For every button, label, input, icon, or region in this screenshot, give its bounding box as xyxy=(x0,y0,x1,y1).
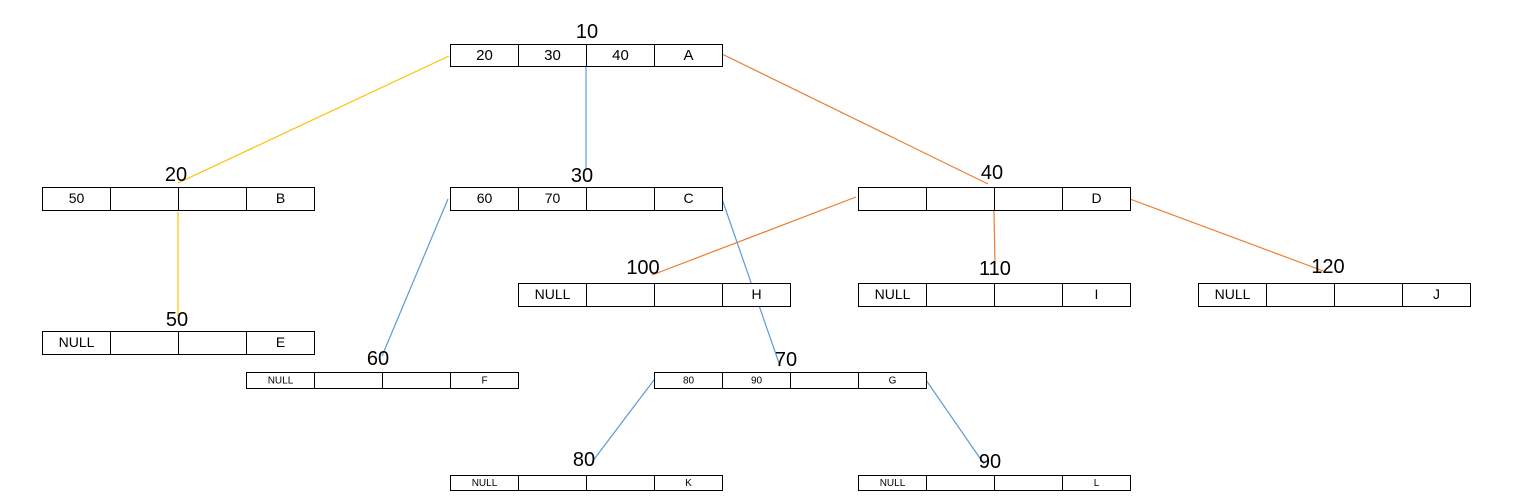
node-120-title: 120 xyxy=(1311,256,1344,278)
node-120-cell-3 xyxy=(1334,283,1403,307)
node-50-cell-4-text: E xyxy=(276,334,285,350)
node-100-cell-4-text: H xyxy=(751,286,761,302)
node-60-title: 60 xyxy=(367,348,389,370)
node-110-cell-4 xyxy=(1062,283,1131,307)
node-100-cell-4 xyxy=(722,283,791,307)
node-30-cell-3 xyxy=(586,187,655,211)
node-40-cell-4 xyxy=(1062,187,1131,211)
edge-10-to-20 xyxy=(177,55,450,184)
node-40-cell-2 xyxy=(926,187,995,211)
node-30-cell-4 xyxy=(654,187,723,211)
node-120-cell-2 xyxy=(1266,283,1335,307)
node-110-cell-1-text: NULL xyxy=(875,286,911,302)
node-90: NULL L 90 xyxy=(858,451,1131,491)
node-100-cell-2 xyxy=(586,283,655,307)
node-10-title: 10 xyxy=(576,21,598,43)
node-10-cell-1-text: 20 xyxy=(476,47,493,64)
node-70-cell-2-text: 90 xyxy=(751,376,763,387)
node-90-title: 90 xyxy=(979,451,1001,473)
node-40-cell-4-text: D xyxy=(1091,190,1101,206)
node-100-title: 100 xyxy=(626,257,659,279)
node-80-cell-4-text: K xyxy=(685,478,692,489)
node-70-cell-3 xyxy=(790,372,859,389)
node-90-cell-4-text: L xyxy=(1094,478,1100,489)
node-30-cell-2-text: 70 xyxy=(545,190,561,206)
node-20-cell-4 xyxy=(246,187,315,211)
node-120: NULL J 120 xyxy=(1198,256,1471,307)
node-80-title: 80 xyxy=(573,449,595,471)
node-20-title: 20 xyxy=(165,164,187,186)
node-20-cell-4-text: B xyxy=(276,190,285,206)
edge-30-to-70 xyxy=(721,198,781,367)
node-120-cell-1-text: NULL xyxy=(1215,286,1251,302)
node-60-cell-4 xyxy=(450,372,519,389)
node-60-cell-4-text: F xyxy=(481,376,487,387)
edge-40-to-110 xyxy=(993,210,996,266)
node-30: 60 70 C 30 xyxy=(450,165,723,211)
edges-layer xyxy=(177,53,1327,465)
edge-10-to-40 xyxy=(721,53,989,185)
node-60-cell-2 xyxy=(314,372,383,389)
node-50-cell-1-text: NULL xyxy=(59,334,95,350)
node-90-cell-4 xyxy=(1062,475,1131,491)
node-40-title: 40 xyxy=(981,162,1003,184)
node-20-cell-3 xyxy=(178,187,247,211)
node-80-cell-2 xyxy=(518,475,587,491)
node-20-cell-1-text: 50 xyxy=(69,190,85,206)
node-100: NULL H 100 xyxy=(518,257,791,307)
node-10: 20 30 40 A 10 xyxy=(450,21,723,67)
node-100-cell-1-text: NULL xyxy=(535,286,571,302)
node-60-cell-3 xyxy=(382,372,451,389)
node-100-cell-3 xyxy=(654,283,723,307)
node-70: 80 90 G 70 xyxy=(654,349,927,389)
node-50-cell-2 xyxy=(110,331,179,355)
node-80-cell-1-text: NULL xyxy=(472,478,498,489)
node-70-cell-4-text: G xyxy=(889,376,897,387)
node-90-cell-3 xyxy=(994,475,1063,491)
node-30-cell-1-text: 60 xyxy=(477,190,493,206)
node-10-cell-3-text: 40 xyxy=(612,47,629,64)
edge-40-to-100 xyxy=(651,196,857,276)
node-80-cell-3 xyxy=(586,475,655,491)
edge-30-to-60 xyxy=(381,198,449,357)
node-80-cell-4 xyxy=(654,475,723,491)
node-50-title: 50 xyxy=(166,309,188,331)
node-40: D 40 xyxy=(858,162,1131,211)
node-70-cell-1-text: 80 xyxy=(683,376,695,387)
edge-70-to-90 xyxy=(925,379,985,465)
node-20-cell-2 xyxy=(110,187,179,211)
node-110-title: 110 xyxy=(979,258,1011,280)
node-50: NULL E 50 xyxy=(42,309,315,355)
node-60: NULL F 60 xyxy=(246,348,519,389)
node-120-cell-4-text: J xyxy=(1433,286,1440,302)
node-90-cell-2 xyxy=(926,475,995,491)
node-90-cell-1-text: NULL xyxy=(880,478,906,489)
node-20: 50 B 20 xyxy=(42,164,315,211)
node-110: NULL I 110 xyxy=(858,258,1131,307)
node-120-cell-4 xyxy=(1402,283,1471,307)
node-70-cell-4 xyxy=(858,372,927,389)
edge-70-to-80 xyxy=(591,379,655,463)
node-30-title: 30 xyxy=(571,165,593,187)
node-40-cell-1 xyxy=(858,187,927,211)
node-50-cell-4 xyxy=(246,331,315,355)
node-10-cell-4-text: A xyxy=(683,47,693,64)
node-60-cell-1-text: NULL xyxy=(268,376,294,387)
node-110-cell-3 xyxy=(994,283,1063,307)
edge-40-to-120 xyxy=(1129,198,1327,273)
node-10-cell-2-text: 30 xyxy=(544,47,561,64)
node-110-cell-4-text: I xyxy=(1095,286,1099,302)
node-70-title: 70 xyxy=(775,349,797,371)
node-50-cell-3 xyxy=(178,331,247,355)
node-40-cell-3 xyxy=(994,187,1063,211)
node-30-cell-4-text: C xyxy=(683,190,693,206)
node-110-cell-2 xyxy=(926,283,995,307)
node-80: NULL K 80 xyxy=(450,449,723,491)
node-10-cell-4 xyxy=(654,44,723,67)
